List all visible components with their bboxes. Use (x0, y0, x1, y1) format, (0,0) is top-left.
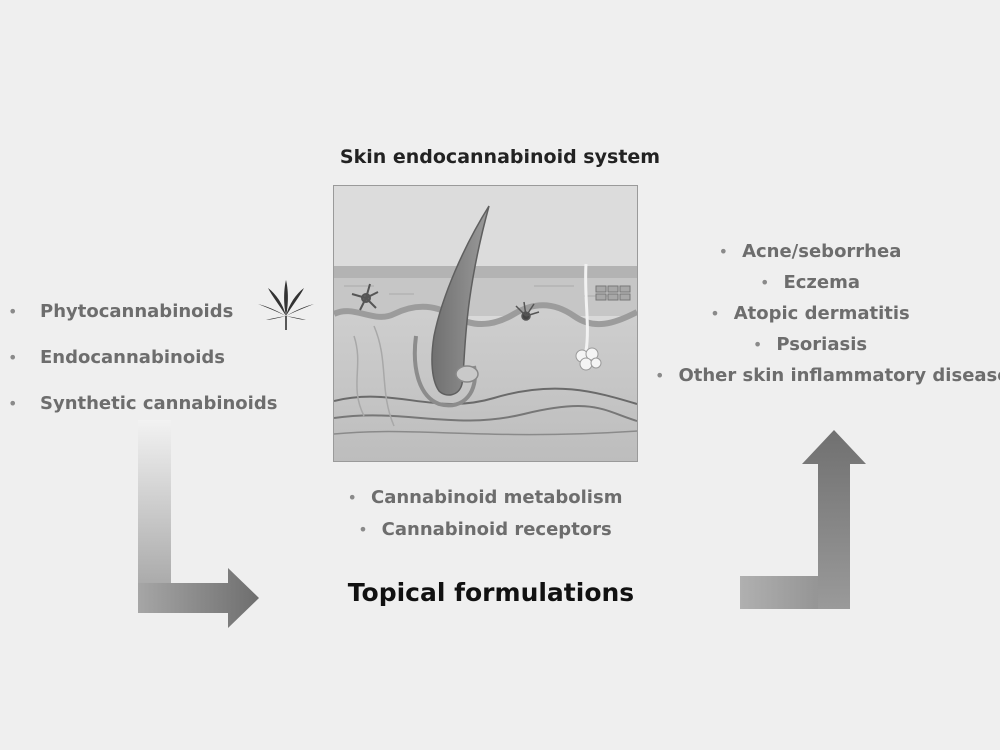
system-components-list: •Cannabinoid metabolism •Cannabinoid rec… (320, 486, 650, 550)
bullet-icon: • (655, 366, 665, 385)
skin-conditions-list: •Acne/seborrhea •Eczema •Atopic dermatit… (655, 236, 1000, 391)
list-item: •Acne/seborrhea (718, 241, 902, 262)
elbow-arrow-up-icon (740, 430, 866, 609)
bullet-icon: • (710, 304, 720, 323)
bullet-icon: • (8, 394, 18, 413)
list-item: •Cannabinoid receptors (358, 519, 612, 540)
list-item: •Phytocannabinoids (8, 301, 234, 322)
elbow-arrow-right-icon (138, 420, 259, 628)
bullet-icon: • (760, 273, 770, 292)
bullet-icon: • (358, 520, 368, 539)
bullet-icon: • (347, 488, 357, 507)
topical-formulations-label: Topical formulations (347, 578, 635, 607)
cannabinoid-sources-list: •Phytocannabinoids •Endocannabinoids •Sy… (8, 300, 277, 438)
skin-cross-section-illustration (333, 185, 638, 462)
bullet-icon: • (752, 335, 763, 354)
list-item: •Atopic dermatitis (710, 303, 910, 324)
list-item: •Endocannabinoids (8, 347, 225, 368)
bullet-icon: • (8, 348, 18, 367)
list-item: •Synthetic cannabinoids (8, 393, 278, 414)
list-item: •Other skin inflammatory diseases (655, 365, 1000, 386)
list-item: •Cannabinoid metabolism (347, 487, 623, 508)
cannabis-leaf-icon (258, 280, 314, 330)
skin-layers-drawing (334, 186, 637, 461)
diagram-title: Skin endocannabinoid system (339, 146, 661, 168)
bullet-icon: • (8, 302, 18, 321)
bullet-icon: • (718, 242, 729, 261)
list-item: •Eczema (760, 272, 860, 293)
list-item: •Psoriasis (752, 334, 868, 355)
